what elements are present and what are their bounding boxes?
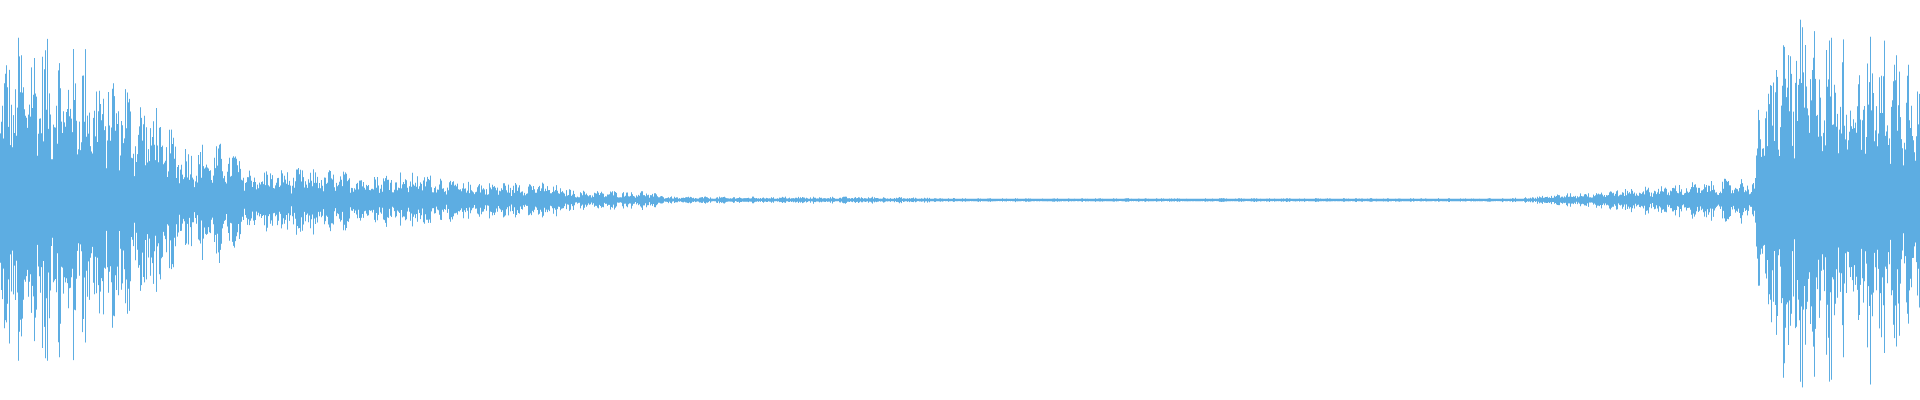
- waveform-bars: [0, 19, 1920, 388]
- waveform-path: [0, 19, 1920, 388]
